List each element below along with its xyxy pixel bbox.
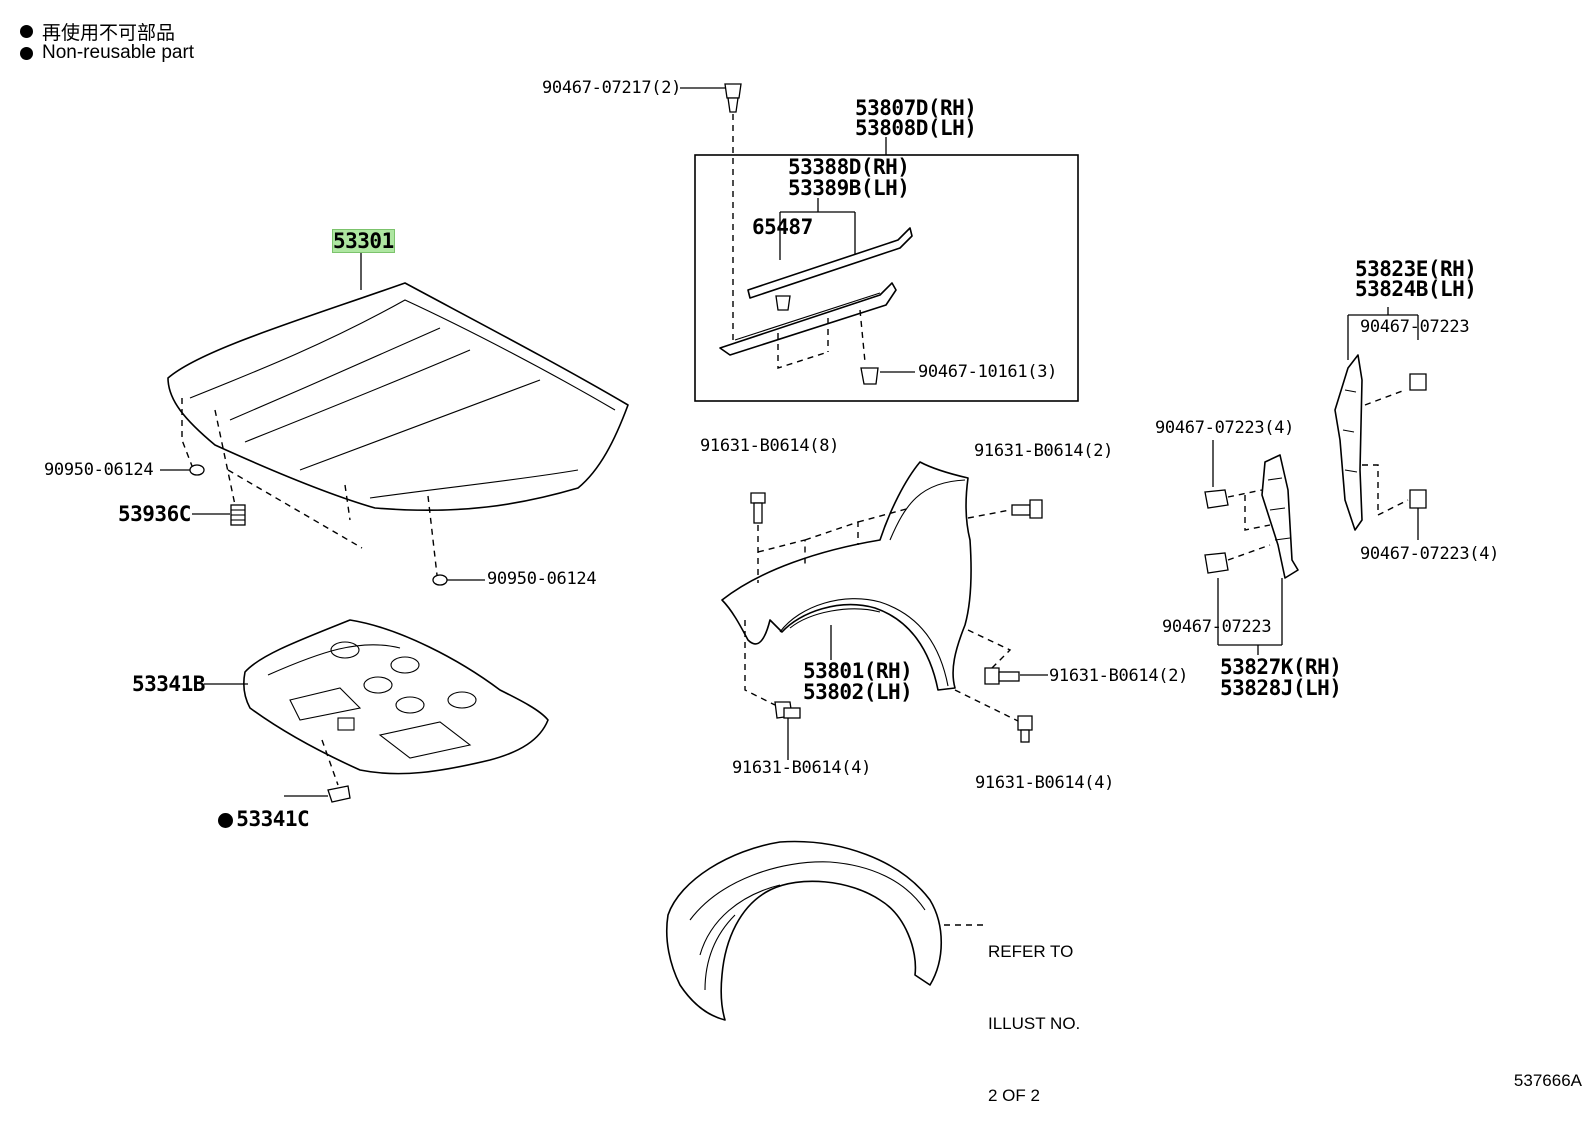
refer-line-1: REFER TO	[988, 942, 1074, 961]
label-seal-rh[interactable]: 53388D(RH)	[788, 155, 910, 179]
fender-liner[interactable]	[665, 840, 943, 1021]
label-bracket-clip-top[interactable]: 90467-07223	[1360, 317, 1470, 337]
label-seal-lh[interactable]: 53389B(LH)	[788, 176, 910, 200]
protector-clip-top-icon	[1204, 489, 1229, 509]
label-seal-clip[interactable]: 65487	[752, 215, 813, 239]
front-fender[interactable]	[721, 461, 972, 691]
seal-clip-icon	[775, 295, 791, 311]
hood-seal-retainer[interactable]	[719, 282, 897, 356]
label-fender-bolt-mid-right[interactable]: 91631-B0614(2)	[1049, 666, 1189, 686]
illustration-code: 537666A	[1513, 1071, 1582, 1090]
hood-insulator[interactable]	[243, 619, 549, 775]
bracket-clip-bottom-icon	[1409, 489, 1427, 509]
hood-plug-bottom-icon	[432, 574, 448, 586]
non-reusable-dot-icon	[218, 813, 234, 828]
label-insulator-clip[interactable]: 53341C	[194, 786, 310, 831]
fender-bolt-top-right-icon	[1011, 499, 1043, 519]
hood-panel[interactable]	[167, 282, 629, 512]
label-fender-bolt-top-right[interactable]: 91631-B0614(2)	[974, 441, 1114, 461]
insulator-clip-icon	[327, 785, 351, 803]
hood-seal[interactable]	[747, 227, 913, 299]
label-fender-bolt-bottom-right[interactable]: 91631-B0614(4)	[975, 773, 1115, 793]
fender-bolt-bottom-right-icon	[1017, 715, 1033, 743]
label-fender-lh[interactable]: 53802(LH)	[803, 680, 913, 704]
refer-note: REFER TO ILLUST NO. 2 OF 2	[988, 892, 1080, 1132]
hood-cushion-icon	[230, 504, 246, 526]
top-clip-icon	[724, 83, 742, 113]
fender-bolt-top-left-icon	[750, 492, 766, 524]
label-bracket-clip-bottom[interactable]: 90467-07223(4)	[1360, 544, 1500, 564]
legend-line-2: Non-reusable part	[20, 42, 194, 64]
legend-line-1: 再使用不可部品	[20, 18, 175, 45]
bracket-clip-top-icon	[1409, 373, 1427, 391]
label-insulator-clip-text: 53341C	[236, 807, 310, 831]
label-hood-cushion[interactable]: 53936C	[118, 502, 191, 526]
fender-bolt-bottom-left-icon	[774, 701, 801, 719]
label-protector-clip-bottom[interactable]: 90467-07223	[1162, 617, 1272, 637]
label-seal-clip-bottom[interactable]: 90467-10161(3)	[918, 362, 1058, 382]
fender-bracket[interactable]	[1334, 354, 1363, 531]
label-protector-rh[interactable]: 53827K(RH)	[1220, 655, 1342, 679]
label-fender-bolt-top-left[interactable]: 91631-B0614(8)	[700, 436, 840, 456]
label-protector-clip-top[interactable]: 90467-07223(4)	[1155, 418, 1295, 438]
legend-dot-icon	[20, 25, 33, 38]
parts-diagram	[160, 83, 1427, 1021]
fender-protector[interactable]	[1261, 454, 1299, 579]
legend-text-en: Non-reusable part	[42, 42, 195, 63]
label-fender-rh[interactable]: 53801(RH)	[803, 659, 913, 683]
legend-dot-icon	[20, 46, 33, 60]
label-protector-lh[interactable]: 53828J(LH)	[1220, 676, 1342, 700]
label-hood[interactable]: 53301	[332, 229, 395, 253]
label-hood-plug-left[interactable]: 90950-06124	[44, 460, 154, 480]
label-seal-assy-lh[interactable]: 53808D(LH)	[855, 116, 977, 140]
label-bracket-rh[interactable]: 53823E(RH)	[1355, 257, 1477, 281]
refer-line-2: ILLUST NO.	[988, 1014, 1081, 1033]
label-fender-bolt-bottom-left[interactable]: 91631-B0614(4)	[732, 758, 872, 778]
label-bracket-lh[interactable]: 53824B(LH)	[1355, 277, 1477, 301]
label-hood-plug-bottom[interactable]: 90950-06124	[487, 569, 597, 589]
fender-bolt-mid-right-icon	[984, 667, 1020, 685]
label-seal-assy-rh[interactable]: 53807D(RH)	[855, 96, 977, 120]
refer-line-3: 2 OF 2	[988, 1086, 1040, 1105]
seal-bottom-clip-icon	[860, 367, 879, 385]
legend-text-jp: 再使用不可部品	[42, 23, 176, 44]
hood-plug-left-icon	[189, 464, 205, 476]
protector-clip-bottom-icon	[1204, 552, 1229, 574]
label-hood-insulator[interactable]: 53341B	[132, 672, 205, 696]
label-clip-top[interactable]: 90467-07217(2)	[542, 78, 682, 98]
